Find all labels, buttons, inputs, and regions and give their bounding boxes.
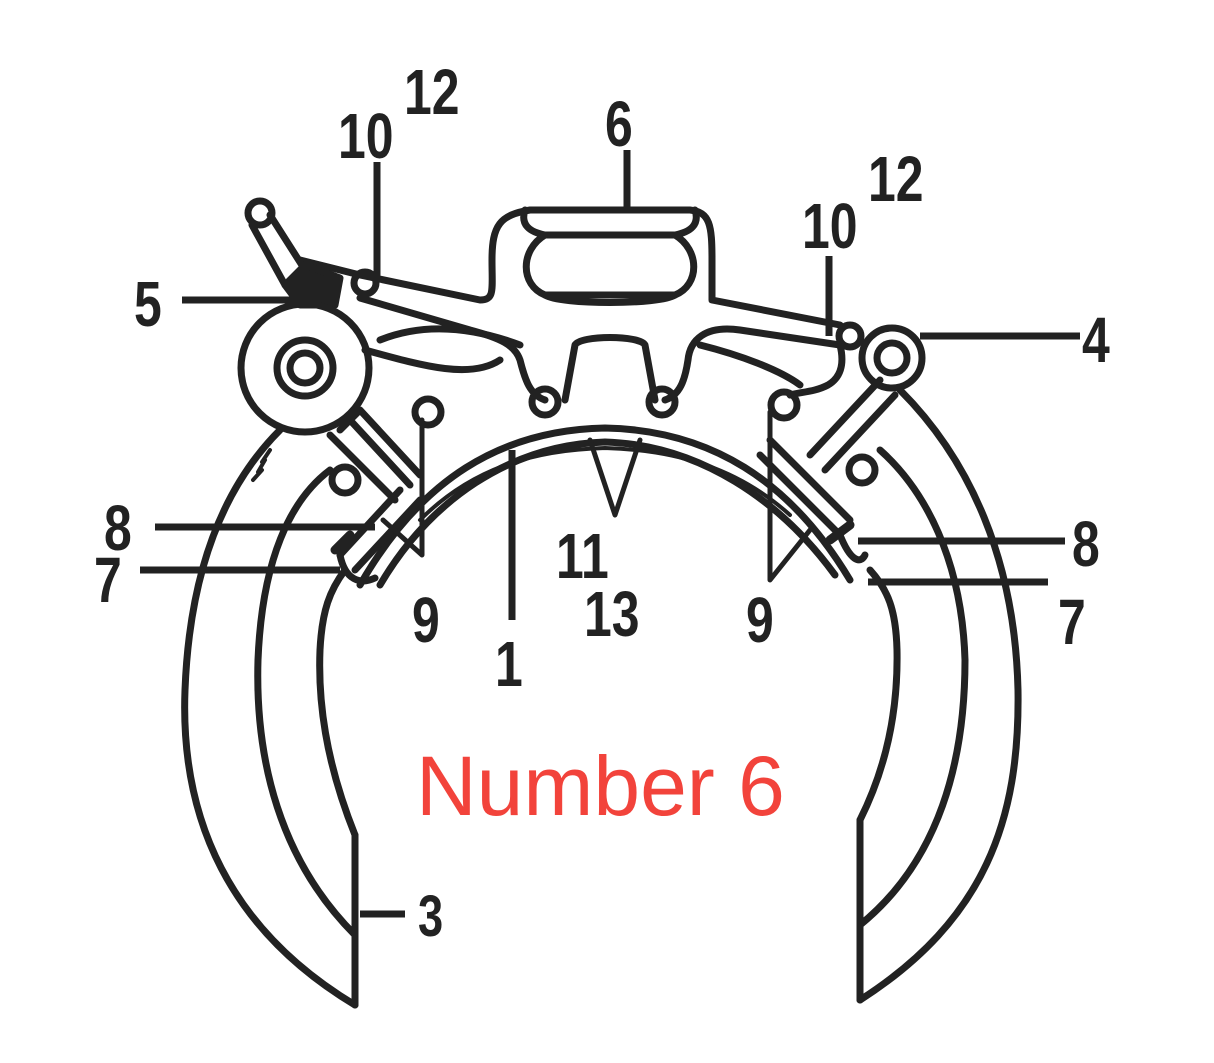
top-body bbox=[296, 206, 846, 404]
label-8-left: 8 bbox=[104, 492, 132, 564]
label-3: 3 bbox=[418, 884, 444, 949]
label-7-right: 7 bbox=[1058, 586, 1086, 658]
label-12-left: 12 bbox=[404, 56, 460, 128]
label-8-right: 8 bbox=[1072, 508, 1100, 580]
label-10-right: 10 bbox=[802, 190, 858, 262]
pins bbox=[328, 268, 879, 497]
label-13: 13 bbox=[584, 578, 640, 650]
leader-lines bbox=[140, 150, 1080, 918]
label-4: 4 bbox=[1082, 304, 1110, 376]
label-6: 6 bbox=[605, 88, 633, 160]
pivot-right bbox=[858, 324, 926, 392]
label-1: 1 bbox=[495, 628, 523, 700]
label-5: 5 bbox=[134, 268, 162, 340]
handle-left bbox=[244, 197, 344, 309]
adjustment-knob bbox=[520, 206, 700, 306]
label-11: 11 bbox=[556, 520, 609, 592]
label-7-left: 7 bbox=[94, 544, 122, 616]
roller-left bbox=[237, 300, 373, 436]
label-10-left: 10 bbox=[338, 100, 394, 172]
label-9-left: 9 bbox=[412, 584, 440, 656]
label-9-right: 9 bbox=[746, 584, 774, 656]
cutter-link-right bbox=[756, 376, 899, 564]
outer-frame bbox=[181, 386, 1022, 1009]
label-12-right: 12 bbox=[868, 143, 924, 215]
pointer-triangles bbox=[380, 409, 813, 583]
cutter-link-left bbox=[326, 406, 424, 585]
caption-title: Number 6 bbox=[416, 739, 785, 833]
